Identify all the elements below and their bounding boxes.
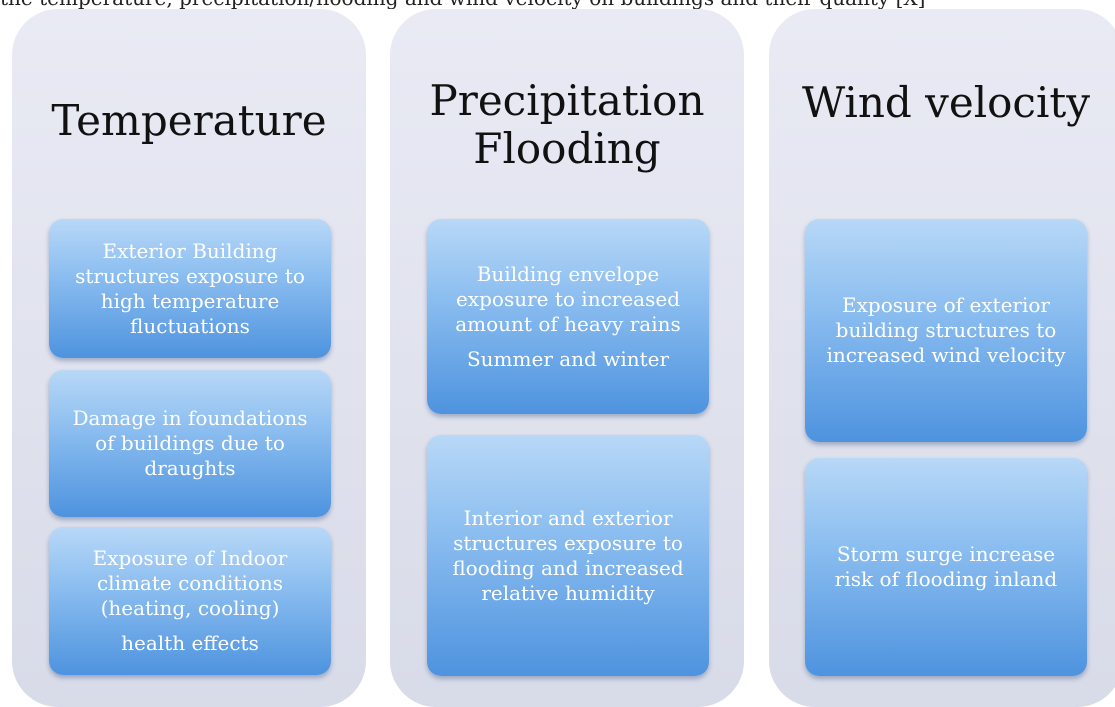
column-title: Precipitation Flooding: [429, 76, 705, 173]
card-text: Building envelope exposure to increased …: [455, 261, 681, 336]
card-text: Storm surge increase risk of flooding in…: [834, 542, 1058, 591]
card-subtext: health effects: [121, 631, 259, 655]
column-precipitation: Precipitation Flooding Building envelope…: [390, 9, 744, 707]
card-text: Damage in foundations of buildings due t…: [72, 406, 308, 480]
card-text: Exterior Building structures exposure to…: [75, 238, 305, 338]
card-exterior-structures: Exterior Building structures exposure to…: [49, 219, 331, 358]
card-foundations: Damage in foundations of buildings due t…: [49, 370, 331, 517]
card-text: Exposure of Indoor climate conditions (h…: [92, 546, 288, 620]
column-wind: Wind velocity Exposure of exterior build…: [769, 9, 1115, 707]
card-flooding-humidity: Interior and exterior structures exposur…: [427, 435, 709, 676]
card-heavy-rains: Building envelope exposure to increased …: [427, 219, 709, 414]
card-indoor-climate: Exposure of Indoor climate conditions (h…: [49, 527, 331, 675]
column-title: Wind velocity: [801, 78, 1090, 127]
card-subtext: Summer and winter: [466, 346, 670, 371]
card-text: Interior and exterior structures exposur…: [452, 505, 684, 605]
card-text: Exposure of exterior building structures…: [826, 293, 1066, 367]
column-temperature: Temperature Exterior Building structures…: [12, 9, 366, 707]
card-wind-exposure: Exposure of exterior building structures…: [805, 219, 1087, 442]
top-cut-text: the temperature, precipitation/flooding …: [0, 0, 1115, 9]
column-title: Temperature: [51, 96, 327, 145]
card-storm-surge: Storm surge increase risk of flooding in…: [805, 458, 1087, 676]
